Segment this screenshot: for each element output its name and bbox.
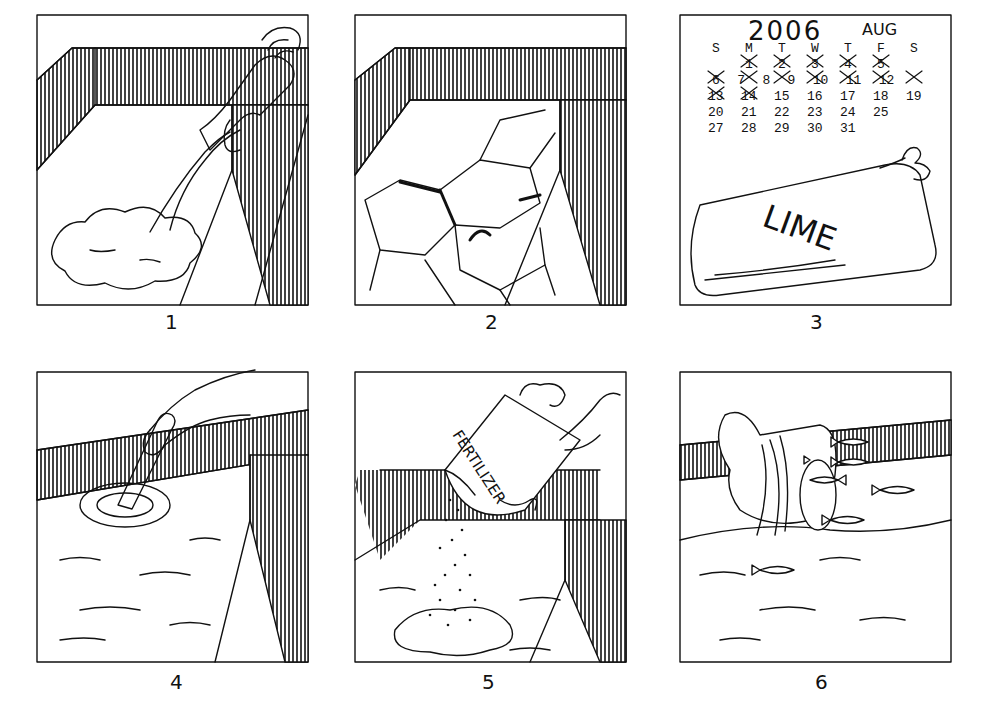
- calendar-weekdays: S M T W T F S: [712, 42, 918, 55]
- calendar-month: AUG: [862, 22, 897, 38]
- panel-frames: [37, 15, 951, 662]
- panel-1-drawing: [37, 28, 308, 306]
- panel-2-drawing: [355, 48, 626, 305]
- panel-number: 6: [815, 672, 828, 692]
- panel-5-drawing: [355, 384, 626, 662]
- calendar-row: 20 21 22 23 24 25: [708, 106, 889, 119]
- panel-number: 2: [485, 312, 498, 332]
- calendar-row: 1 2 3 4 5: [745, 58, 885, 71]
- panel-number: 3: [810, 312, 823, 332]
- panel-number: 1: [165, 312, 178, 332]
- calendar-year: 2006: [748, 18, 822, 44]
- panel-number: 5: [482, 672, 495, 692]
- panel-4-drawing: [37, 370, 308, 662]
- calendar-row: 27 28 29 30 31: [708, 122, 856, 135]
- panel-6-drawing: [680, 413, 951, 641]
- panel-number: 4: [170, 672, 183, 692]
- calendar-row: 6 7 8 9 10 11 12: [712, 74, 894, 87]
- bag-label: LIME: [759, 200, 841, 256]
- panel-3-drawing: [691, 55, 936, 296]
- calendar-row: 13 14 15 16 17 18 19: [708, 90, 922, 103]
